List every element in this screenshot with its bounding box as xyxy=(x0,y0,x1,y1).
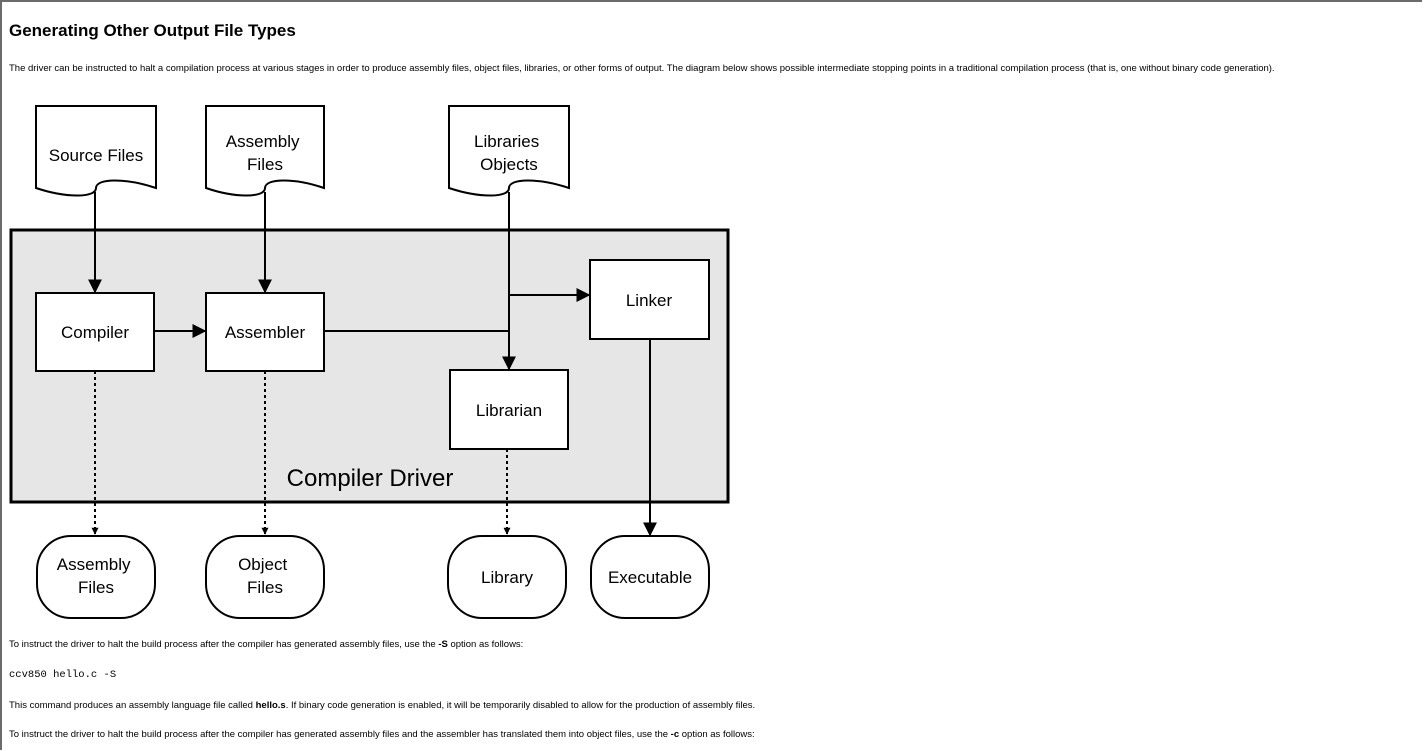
halt-after-compile-paragraph: To instruct the driver to halt the build… xyxy=(9,639,524,650)
command-example-s: ccv850 hello.c -S xyxy=(9,669,117,681)
hello-s-paragraph: This command produces an assembly langua… xyxy=(9,700,756,711)
compiler-box: Compiler xyxy=(35,292,155,372)
hello-s-filename: hello.s xyxy=(255,700,286,711)
page-heading: Generating Other Output File Types xyxy=(9,21,296,40)
assembler-box: Assembler xyxy=(205,292,325,372)
intro-paragraph: The driver can be instructed to halt a c… xyxy=(9,63,1275,74)
linker-box: Linker xyxy=(589,259,710,340)
library-output-label: Library xyxy=(481,568,533,587)
librarian-label: Librarian xyxy=(476,401,542,420)
executable-output: Executable xyxy=(590,535,710,619)
halt-after-assemble-paragraph: To instruct the driver to halt the build… xyxy=(9,729,755,740)
assembly-files-input-label: Assembly Files xyxy=(226,132,304,174)
assembler-label: Assembler xyxy=(225,323,306,342)
library-output: Library xyxy=(447,535,567,619)
libraries-objects-label: Libraries Objects xyxy=(474,132,544,174)
object-files-output: Object Files xyxy=(205,535,325,619)
source-files-doc: Source Files xyxy=(35,105,157,197)
executable-output-label: Executable xyxy=(608,568,692,587)
librarian-box: Librarian xyxy=(449,369,569,450)
compiler-label: Compiler xyxy=(61,323,129,342)
assembly-files-input-doc: Assembly Files xyxy=(205,105,325,197)
assembly-files-output: Assembly Files xyxy=(36,535,156,619)
object-files-output-label: Object Files xyxy=(238,555,292,597)
libraries-objects-doc: Libraries Objects xyxy=(448,105,570,197)
compiler-driver-label: Compiler Driver xyxy=(287,465,454,492)
linker-label: Linker xyxy=(626,291,673,310)
assembly-files-output-label: Assembly Files xyxy=(57,555,135,597)
option-s: -S xyxy=(438,639,448,650)
source-files-label: Source Files xyxy=(49,146,143,165)
option-c: -c xyxy=(670,729,680,740)
compilation-process-diagram: Compiler Driver Source Files Assembly Fi… xyxy=(9,105,730,619)
